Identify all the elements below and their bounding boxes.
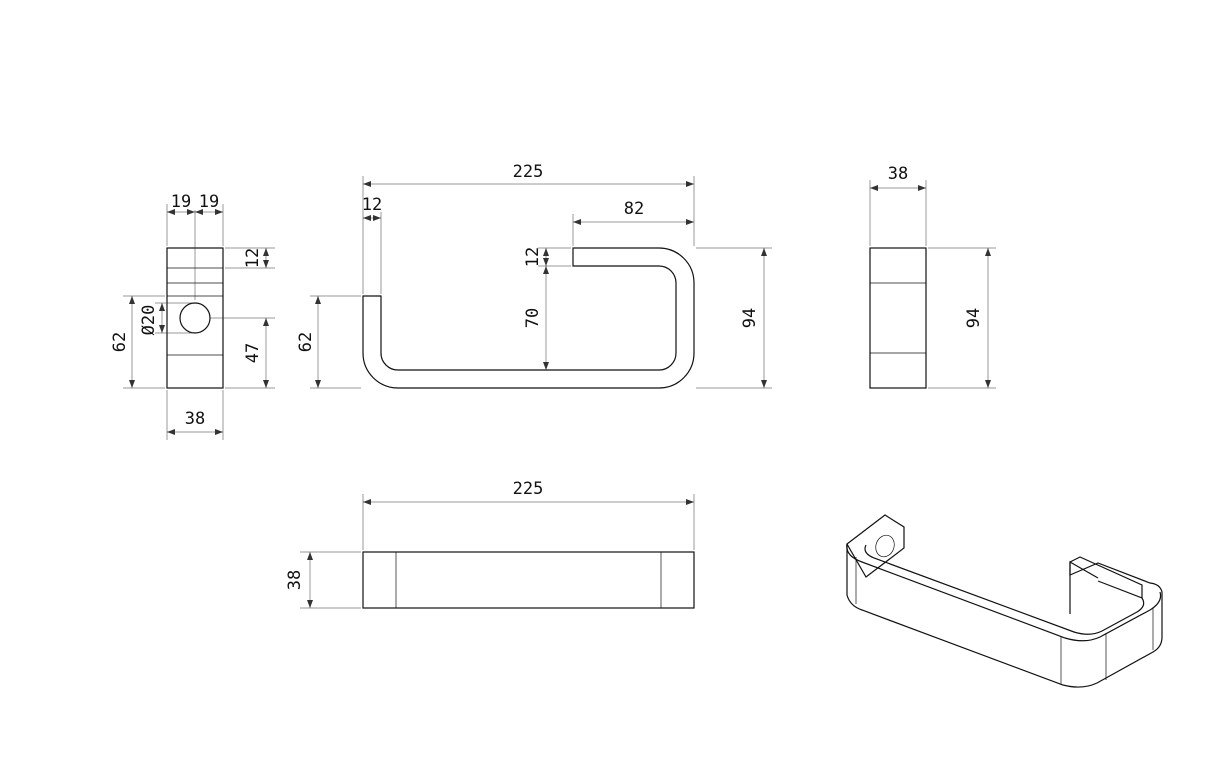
dim-side-width: 38 — [888, 164, 908, 184]
front-view: 225 12 82 12 70 62 94 — [296, 162, 772, 389]
iso-rim-outer — [846, 543, 1162, 642]
mounting-hole — [179, 302, 211, 334]
dim-overall-length: 225 — [513, 162, 544, 182]
dim-open-length: 82 — [624, 199, 644, 219]
dim-inner-height: 70 — [523, 308, 543, 328]
right-side-view: 38 94 — [869, 164, 996, 389]
dim-width-left: 19 — [171, 192, 191, 212]
dim-wall-thickness: 12 — [362, 195, 382, 215]
iso-outer-body — [846, 544, 1163, 688]
dim-hole-diameter: Ø20 — [139, 305, 159, 336]
dim-left-height: 62 — [296, 332, 316, 352]
dim-side-height: 94 — [964, 308, 984, 328]
side-block-outline — [869, 247, 927, 389]
dim-overall-height-front: 94 — [740, 308, 760, 328]
dim-arm-thickness: 12 — [523, 247, 543, 267]
dim-top-depth: 38 — [285, 570, 305, 590]
iso-left-plate — [846, 514, 905, 578]
holder-profile — [362, 247, 695, 389]
dim-width-right: 19 — [199, 192, 219, 212]
dim-top-band: 12 — [243, 248, 263, 268]
top-outline — [362, 551, 695, 609]
iso-rim-inner — [864, 544, 1145, 635]
isometric-view — [846, 514, 1163, 688]
iso-right-plate — [1069, 556, 1143, 614]
top-view: 225 38 — [285, 479, 695, 609]
iso-hole — [875, 534, 895, 558]
dim-overall-height: 62 — [110, 332, 130, 352]
dim-hole-center-height: 47 — [243, 343, 263, 363]
left-side-view: 19 19 12 Ø20 62 47 38 — [110, 192, 275, 440]
dim-top-length: 225 — [513, 479, 544, 499]
dim-overall-width: 38 — [185, 409, 205, 429]
